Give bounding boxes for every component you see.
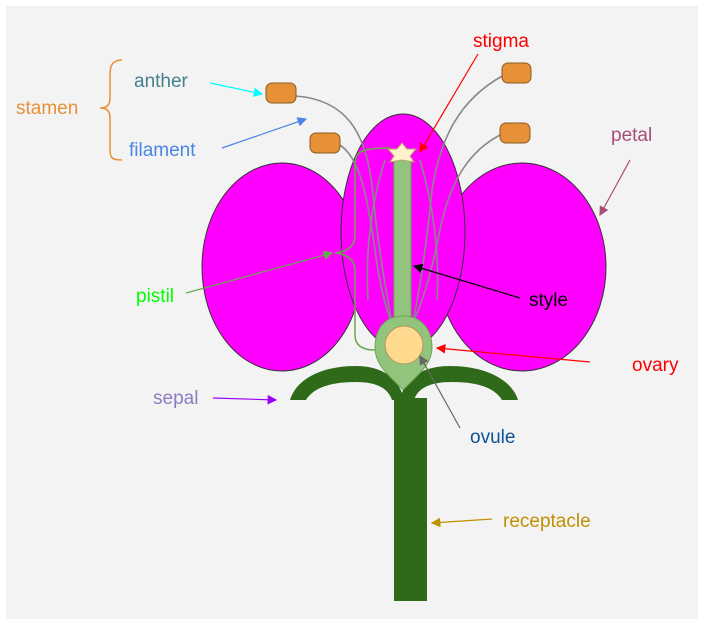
stem-shape [394,398,427,601]
petal-label: petal [611,125,652,146]
sepal-label: sepal [153,388,198,409]
anther-shape [500,123,530,143]
stamen-label: stamen [16,98,78,119]
stigma-label: stigma [473,31,529,52]
anther-shape [502,63,531,83]
style-shape [394,160,411,330]
style-label: style [529,290,568,311]
receptacle-label: receptacle [503,511,591,532]
ovule-shape [385,326,423,364]
receptacle-arrow [432,519,492,523]
ovary-label: ovary [632,355,679,376]
petal-right-shape [438,163,606,371]
anther-shape [266,83,296,103]
anther-arrow [210,83,262,94]
filament-label: filament [129,140,196,161]
anther-label: anther [134,71,189,92]
filament-arrow [222,119,306,148]
sepal-arrow [213,398,276,400]
ovule-label: ovule [470,427,515,448]
petal-arrow [600,160,630,215]
pistil-label: pistil [136,286,174,307]
anther-shape [310,133,340,153]
stamen-brace [100,60,122,160]
